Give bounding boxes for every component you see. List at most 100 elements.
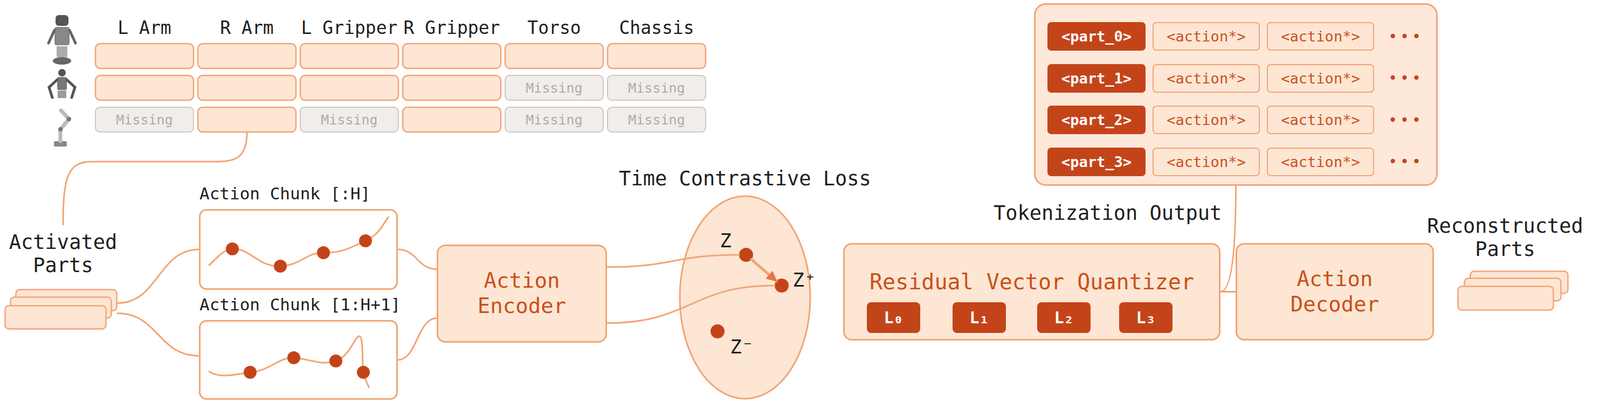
trajectory-point (273, 259, 287, 273)
trajectory-point (359, 234, 372, 248)
node-text: Action Encoder (457, 268, 587, 320)
ellipsis-mark: ••• (1388, 29, 1424, 45)
trajectory (208, 216, 389, 273)
part-stack: Reconstructed Parts (1457, 270, 1569, 312)
column-header: R Gripper (403, 18, 501, 37)
part-cell (402, 43, 501, 69)
part-cell (505, 43, 604, 69)
node-text: L₂ (1053, 308, 1074, 328)
node-text: <part_0> (1061, 28, 1132, 45)
node-text: Missing (525, 112, 583, 128)
node-text: <action*> (1166, 70, 1246, 87)
connector-line (397, 318, 437, 361)
action-token: <action*> (1152, 22, 1260, 51)
token-panel: Tokenization Output<part_0><action*><act… (1033, 3, 1438, 186)
connector-line (607, 254, 740, 268)
node-text: <part_2> (1061, 111, 1132, 129)
connector-line (1220, 291, 1236, 293)
quantizer-box: Residual Vector QuantizerL₀L₁L₂L₃ (843, 243, 1221, 341)
latent-point: Z⁻ (710, 324, 725, 339)
part-cells (95, 43, 706, 133)
node-text: <action*> (1166, 153, 1246, 171)
part-cell (300, 75, 399, 101)
action-token: <action*> (1152, 105, 1260, 135)
latent-point: Z⁺ (774, 278, 789, 293)
action-token: <action*> (1152, 147, 1260, 177)
point-label: Z⁺ (792, 270, 816, 291)
node-text: <action*> (1280, 70, 1360, 87)
action-token: <action*> (1266, 105, 1375, 135)
part-token: <part_3> (1047, 147, 1146, 177)
latent-point: Z (739, 247, 754, 262)
stack-sheet (1458, 286, 1554, 311)
ellipsis-mark: ••• (1388, 70, 1424, 86)
node-text: Missing (115, 112, 173, 128)
node-text: Missing (628, 112, 685, 128)
latent-space-ellipse: Time Contrastive LossZZ⁺Z⁻ (678, 195, 812, 400)
node-text: <action*> (1280, 111, 1360, 129)
trajectory (208, 336, 370, 389)
stack-sheet (5, 306, 107, 330)
node-heading: Activated Parts (0, 231, 144, 278)
node-text: L₁ (969, 308, 989, 328)
single-arm-joint (66, 116, 72, 122)
column-header: L Arm (117, 18, 171, 37)
column-header: R Arm (219, 18, 274, 37)
missing-part-cell: Missing (504, 74, 604, 101)
trajectory-point (287, 351, 301, 365)
humanoid-wheels (52, 57, 72, 65)
process-box: Action Decoder (1235, 243, 1434, 341)
codebook-level: L₃ (1119, 302, 1173, 334)
connector-arrow (751, 259, 777, 281)
ellipsis-mark: ••• (1388, 154, 1424, 170)
dual-arm-head (58, 69, 66, 77)
trajectory-point (329, 354, 343, 368)
action-chunk-box: Action Chunk [1:H+1] (198, 320, 398, 400)
point-label: Z⁻ (729, 337, 754, 357)
trajectory-point (316, 246, 330, 260)
node-text: <action*> (1280, 28, 1360, 45)
humanoid-arms (48, 30, 76, 44)
part-stack: Activated Parts (4, 288, 118, 330)
trajectory-point (225, 242, 239, 256)
action-token: <action*> (1266, 22, 1375, 51)
column-header: Chassis (618, 18, 694, 37)
humanoid-base (56, 46, 68, 58)
point-label: Z (719, 231, 732, 251)
humanoid-torso (54, 26, 70, 46)
node-text: <action*> (1166, 28, 1246, 45)
node-text: Missing (628, 80, 685, 96)
action-chunk-box: Action Chunk [:H] (198, 209, 398, 291)
node-text: <part_3> (1061, 153, 1132, 171)
missing-part-cell: Missing (504, 106, 604, 133)
ellipse-shape (679, 196, 811, 399)
part-cell (95, 43, 194, 69)
node-text: Action Decoder (1270, 266, 1400, 318)
connector-line (117, 313, 199, 357)
codebook-level: L₂ (1037, 302, 1091, 334)
connector-line (397, 249, 437, 270)
codebook-level: L₁ (952, 302, 1006, 334)
single-arm-links (60, 110, 70, 142)
node-text: <action*> (1280, 153, 1360, 171)
node-heading: Action Chunk [1:H+1] (199, 294, 401, 315)
missing-part-cell: Missing (607, 74, 707, 101)
node-text: <action*> (1166, 111, 1246, 129)
missing-part-cell: Missing (299, 106, 399, 133)
trajectory-curve (208, 216, 389, 267)
connector-line (117, 249, 199, 304)
dual-arm-arms (49, 79, 75, 98)
stack-outline (1457, 270, 1569, 312)
node-text: L₃ (1135, 308, 1156, 328)
ellipsis-mark: ••• (1388, 112, 1424, 128)
humanoid-head (55, 15, 69, 26)
part-cell (197, 75, 296, 101)
part-cell (402, 75, 501, 101)
dual-arm-body (57, 77, 67, 91)
node-text: <part_1> (1061, 70, 1132, 87)
node-heading: Action Chunk [:H] (199, 183, 371, 204)
process-box: Action Encoder (436, 244, 608, 343)
column-header: L Gripper (301, 18, 398, 37)
node-heading: Time Contrastive Loss (618, 167, 872, 191)
